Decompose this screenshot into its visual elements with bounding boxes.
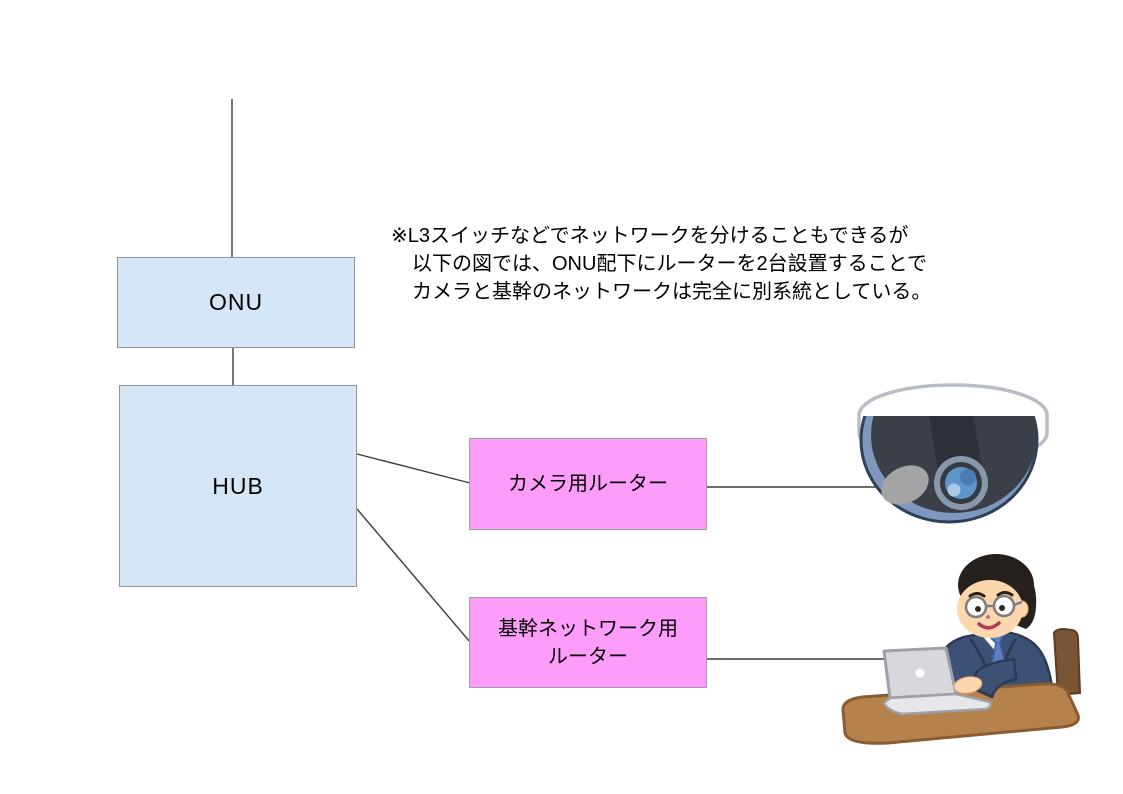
worker-hand xyxy=(953,676,983,694)
node-hub-label: HUB xyxy=(212,472,264,499)
node-backbone-router-label-line1: 基幹ネットワーク用 xyxy=(498,617,678,640)
node-camera-router-label: カメラ用ルーター xyxy=(508,473,668,495)
worker-eyebrow-left xyxy=(968,592,986,598)
chair-icon xyxy=(1052,627,1082,697)
security-camera-icon xyxy=(857,383,1049,524)
office-worker-icon xyxy=(841,554,1082,745)
node-onu-label: ONU xyxy=(208,289,264,315)
worker-eye-left xyxy=(975,606,981,612)
camera-lens-pupil xyxy=(960,469,976,485)
node-hub: HUB xyxy=(119,385,357,587)
annotation-note-line3: カメラと基幹のネットワークは完全に別系統としている。 xyxy=(412,281,932,303)
node-onu: ONU xyxy=(117,257,355,348)
worker-sleeve xyxy=(968,657,1018,699)
node-backbone-router-label: 基幹ネットワーク用 ルーター xyxy=(498,615,678,671)
annotation-note-line1: ※L3スイッチなどでネットワークを分けることもできるが xyxy=(391,225,909,247)
worker-mouth xyxy=(977,621,1001,630)
line-hub-to-backbone-router xyxy=(356,508,471,643)
node-backbone-router-label-line2: ルーター xyxy=(548,645,628,668)
laptop-logo-dot xyxy=(915,668,925,678)
worker-glasses-temple xyxy=(1013,600,1023,607)
annotation-note: ※L3スイッチなどでネットワークを分けることもできるが 以下の図では、ONU配下… xyxy=(391,222,1041,306)
camera-lens-glint xyxy=(947,483,961,497)
node-camera-router: カメラ用ルーター xyxy=(469,438,707,530)
node-backbone-router: 基幹ネットワーク用 ルーター xyxy=(469,597,707,688)
line-hub-to-camera-router xyxy=(356,453,471,484)
camera-dome-highlight xyxy=(881,465,929,505)
annotation-note-line2: 以下の図では、ONU配下にルーターを2台設置することで xyxy=(412,253,927,275)
worker-eyebrow-right xyxy=(996,591,1014,597)
worker-nose xyxy=(986,615,990,619)
laptop-keyboard-base xyxy=(882,692,992,716)
worker-eye-right xyxy=(999,605,1005,611)
